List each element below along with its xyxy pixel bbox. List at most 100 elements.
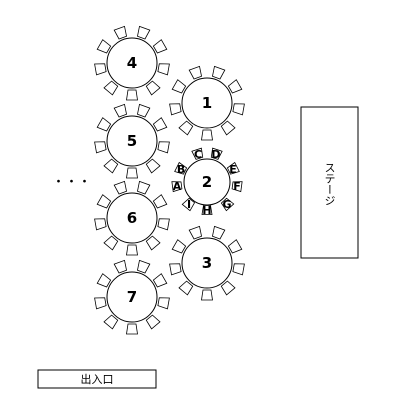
table-6-chair <box>152 194 168 209</box>
table-6-circle <box>106 192 158 244</box>
table-4[interactable]: 4 <box>94 25 170 101</box>
table-6-chair <box>113 180 127 195</box>
table-6-number: 6 <box>127 209 137 227</box>
entrance-label: 出入口 <box>81 372 114 386</box>
stage-box <box>300 106 359 259</box>
table-2-chair-d <box>210 147 223 160</box>
table-2-seat-label-d: D <box>211 148 220 161</box>
table-7[interactable]: 7 <box>94 259 170 335</box>
table-5-chair <box>145 158 161 174</box>
table-1-chair <box>169 103 182 116</box>
table-3-chair <box>188 225 202 240</box>
table-2-circle <box>183 158 231 206</box>
table-5-chair <box>113 103 127 118</box>
table-1-seats <box>169 65 245 141</box>
table-4-chair <box>94 63 107 76</box>
table-5-chair <box>126 167 138 179</box>
table-3-chair <box>171 239 187 254</box>
entrance-box <box>37 369 157 389</box>
table-5-chair <box>137 103 151 118</box>
table-2-seat-label-b: B <box>177 163 185 176</box>
table-5-seats <box>94 103 170 179</box>
table-6[interactable]: 6 <box>94 180 170 256</box>
table-2-chair-c <box>191 147 204 160</box>
table-1-chair <box>201 129 213 141</box>
table-7-chair <box>137 259 151 274</box>
table-2-seat-label-f: F <box>233 180 241 193</box>
table-1-chair <box>178 120 194 136</box>
table-4-chair <box>157 63 170 76</box>
table-2-seat-label-h: H <box>202 204 211 217</box>
table-7-chair <box>96 273 112 288</box>
table-7-chair <box>103 314 119 330</box>
table-1-number: 1 <box>202 94 212 112</box>
table-4-chair <box>96 39 112 54</box>
table-3-chair <box>178 280 194 296</box>
table-7-chair <box>94 297 107 310</box>
table-7-chair <box>126 323 138 335</box>
table-5-chair <box>157 141 170 154</box>
table-7-seats <box>94 259 170 335</box>
table-3-number: 3 <box>202 254 212 272</box>
table-4-chair <box>145 80 161 96</box>
table-4-chair <box>113 25 127 40</box>
table-7-chair <box>113 259 127 274</box>
entrance: 出入口 <box>37 369 157 389</box>
table-3-circle <box>181 237 233 289</box>
table-7-chair <box>145 314 161 330</box>
table-5[interactable]: 5 <box>94 103 170 179</box>
table-4-chair <box>103 80 119 96</box>
table-2-number: 2 <box>202 173 212 191</box>
table-3-chair <box>201 289 213 301</box>
table-2-seat-label-a: A <box>173 180 182 193</box>
table-3-chair <box>220 280 236 296</box>
table-3-chair <box>232 263 245 276</box>
table-3-seats <box>169 225 245 301</box>
table-7-circle <box>106 271 158 323</box>
table-2-chair-a <box>171 181 183 193</box>
table-3-chair <box>227 239 243 254</box>
table-3-chair <box>169 263 182 276</box>
table-5-number: 5 <box>127 132 137 150</box>
table-6-chair <box>157 218 170 231</box>
table-4-chair <box>126 89 138 101</box>
table-1-chair <box>171 79 187 94</box>
table-6-chair <box>137 180 151 195</box>
table-5-chair <box>103 158 119 174</box>
table-1-chair <box>220 120 236 136</box>
table-4-chair <box>152 39 168 54</box>
table-5-chair <box>96 117 112 132</box>
table-2-chair-f <box>231 181 243 193</box>
table-2-seat-label-g: G <box>222 198 231 211</box>
table-7-chair <box>152 273 168 288</box>
table-4-seats <box>94 25 170 101</box>
table-1-chair <box>188 65 202 80</box>
table-2-seat-label-i: I <box>187 198 191 211</box>
table-7-chair <box>157 297 170 310</box>
table-1-chair <box>227 79 243 94</box>
table-6-chair <box>96 194 112 209</box>
table-2-chair-b <box>174 161 188 175</box>
table-6-chair <box>94 218 107 231</box>
table-1-circle <box>181 77 233 129</box>
table-6-seats <box>94 180 170 256</box>
table-6-chair <box>126 244 138 256</box>
more-tables-ellipsis: ・・・ <box>52 175 91 190</box>
table-2-chair-i <box>181 197 196 212</box>
table-4-number: 4 <box>127 54 137 72</box>
table-2-seat-label-c: C <box>194 148 202 161</box>
table-4-circle <box>106 37 158 89</box>
table-1-chair <box>212 65 226 80</box>
table-3-chair <box>212 225 226 240</box>
table-2-chair-h <box>201 205 213 215</box>
table-4-chair <box>137 25 151 40</box>
table-7-number: 7 <box>127 288 137 306</box>
table-5-chair <box>152 117 168 132</box>
table-3[interactable]: 3 <box>169 225 245 301</box>
table-2-chair-e <box>226 161 240 175</box>
table-1[interactable]: 1 <box>169 65 245 141</box>
table-6-chair <box>145 235 161 251</box>
